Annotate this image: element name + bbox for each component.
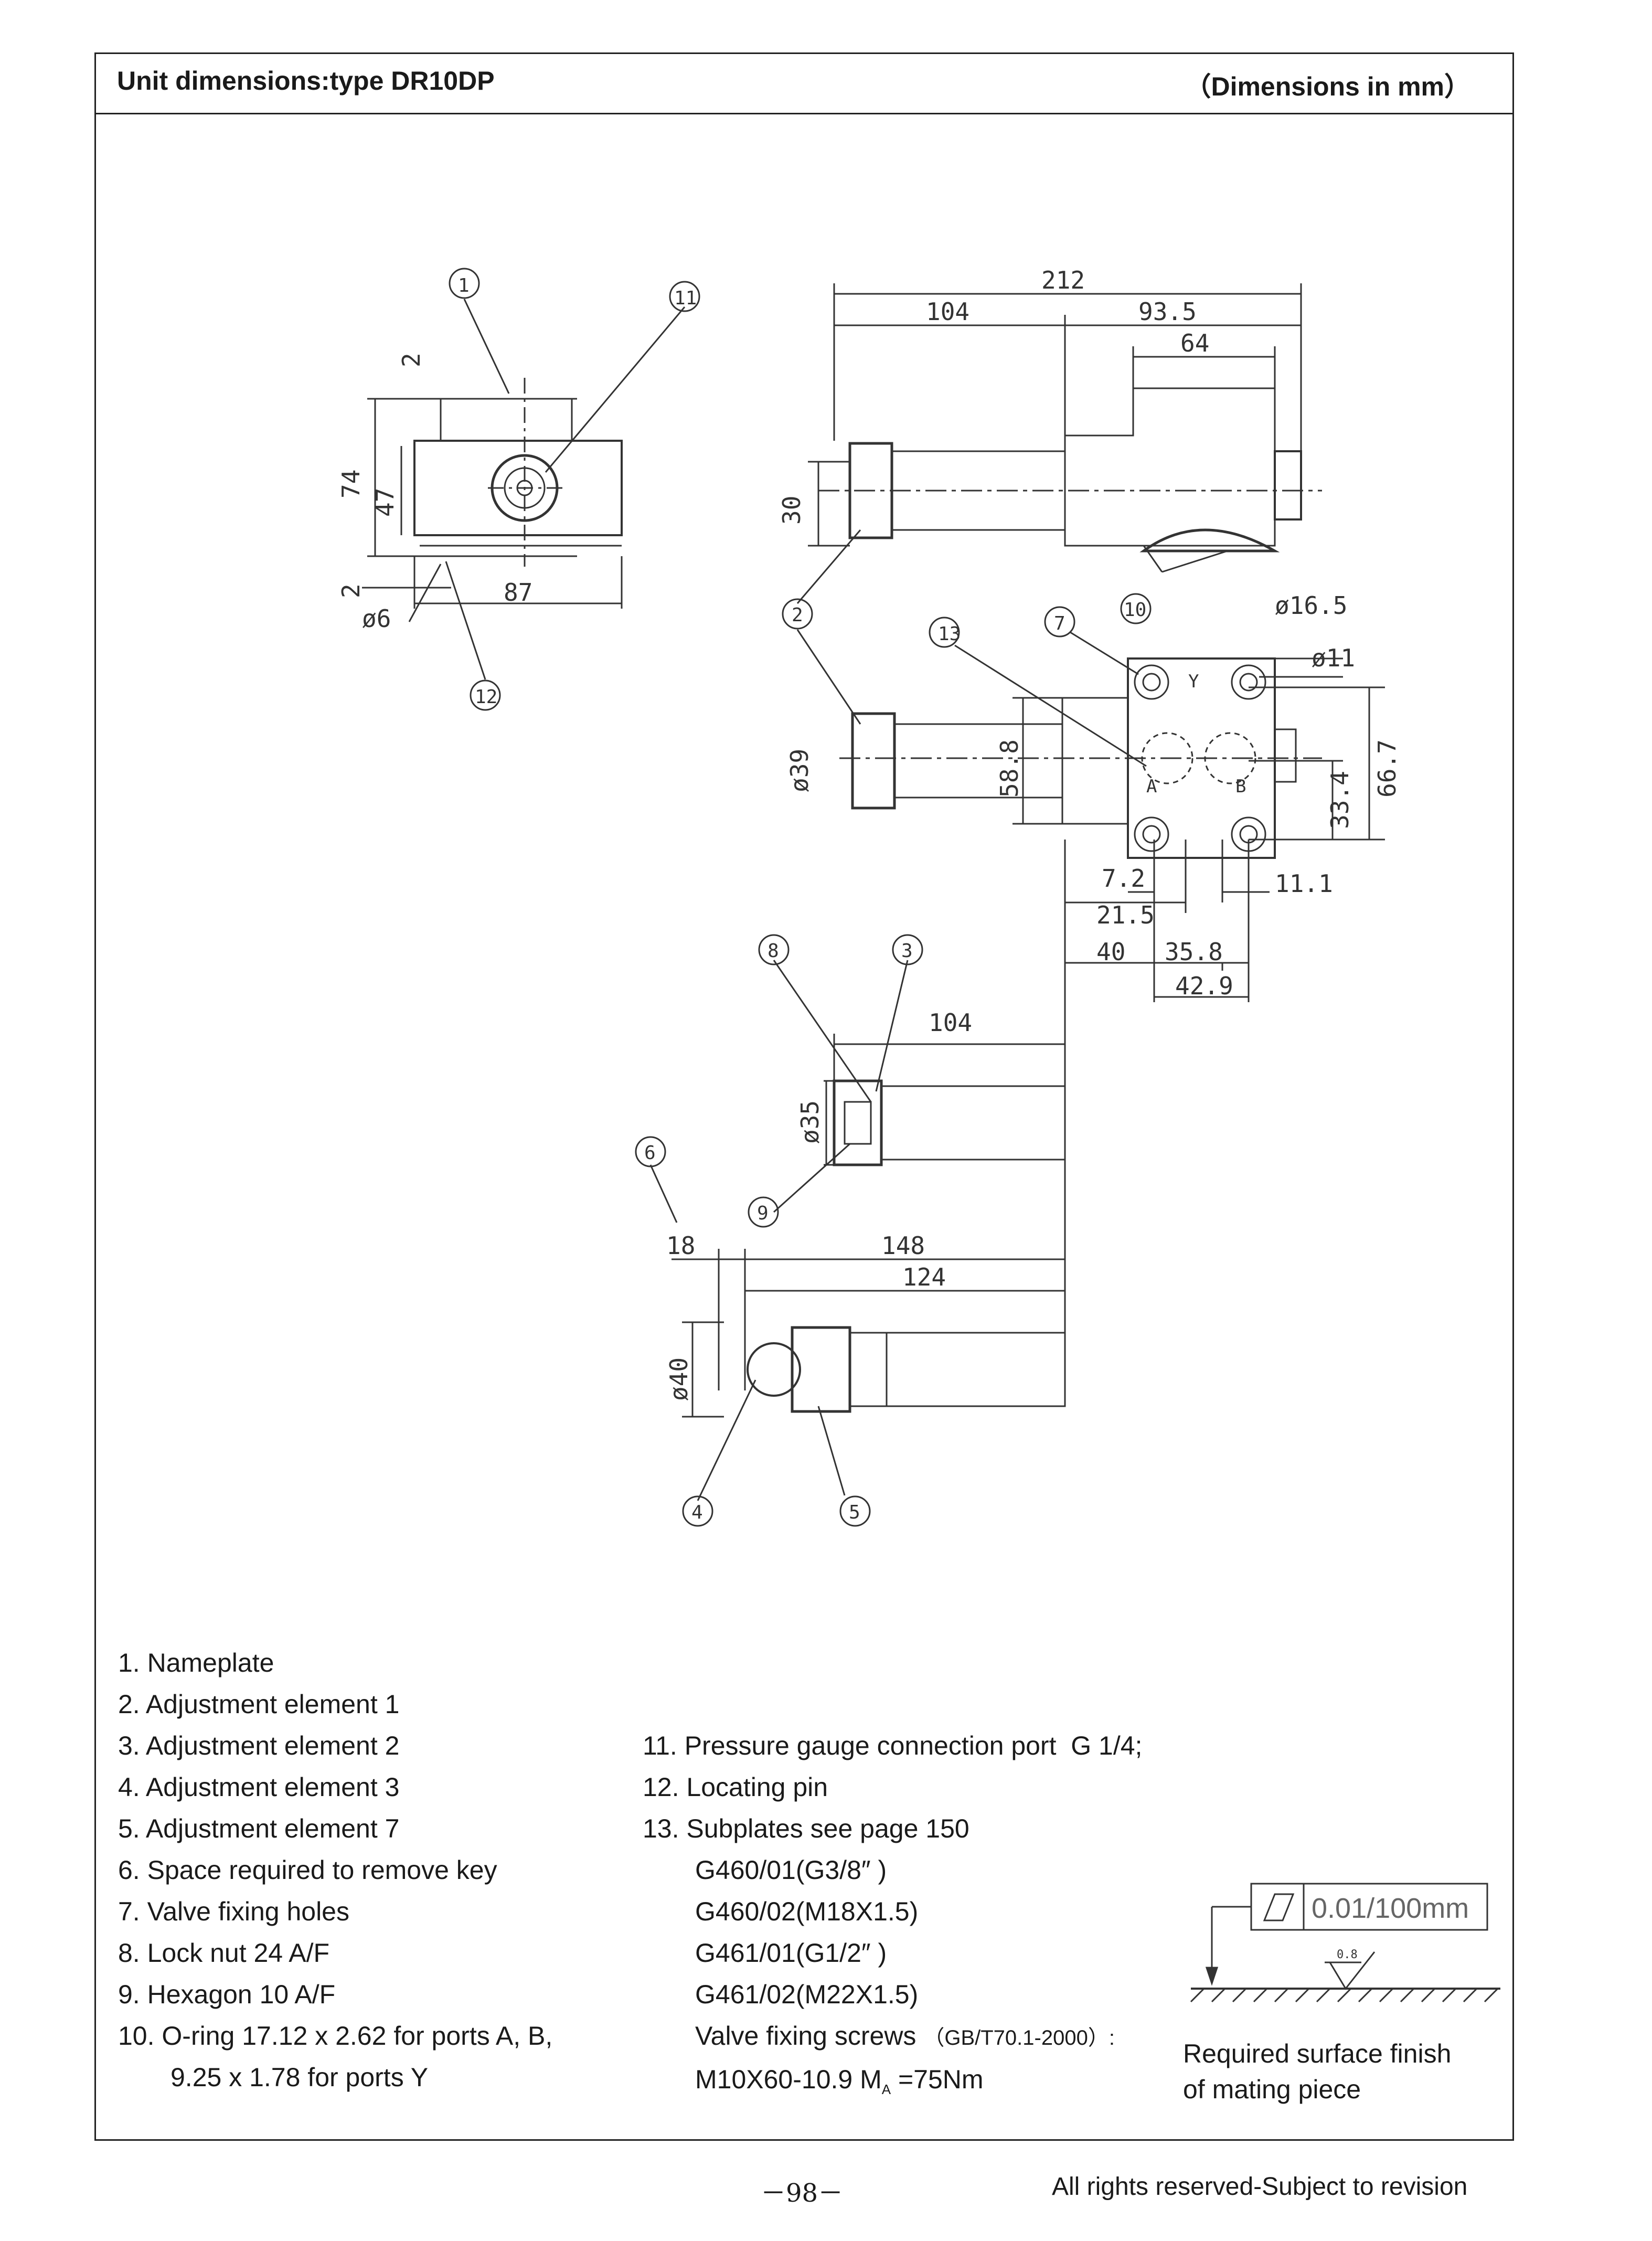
- legend-item-5: 5. Adjustment element 7: [118, 1814, 400, 1843]
- dim-124: 124: [902, 1263, 946, 1291]
- callout-8: 8: [768, 940, 779, 962]
- dim-dia40: ø40: [665, 1357, 693, 1401]
- screws-line: Valve fixing screws （GB/T70.1-2000）:: [643, 2015, 1142, 2059]
- callout-1: 1: [458, 275, 470, 296]
- screws-torque: =75Nm: [891, 2065, 984, 2094]
- callout-13: 13: [938, 623, 961, 645]
- port-a-label: A: [1146, 776, 1157, 797]
- finish-caption-line-1: Required surface finish: [1183, 2039, 1452, 2068]
- dim-7-2: 7.2: [1102, 864, 1145, 893]
- top-view: [782, 283, 1322, 630]
- finish-caption-line-2: of mating piece: [1183, 2075, 1361, 2104]
- legend-item-10-cont: 9.25 x 1.78 for ports Y: [170, 2063, 429, 2092]
- surface-finish-symbol: [1190, 1883, 1500, 2003]
- legend-item-4: 4. Adjustment element 3: [118, 1772, 400, 1802]
- dim-11-1: 11.1: [1275, 869, 1333, 898]
- rights-notice: All rights reserved-Subject to revision: [1052, 2173, 1468, 2201]
- dim-47: 47: [371, 488, 399, 517]
- dim-dia39: ø39: [785, 749, 814, 792]
- page-number: －98－: [761, 2179, 844, 2208]
- dim-40: 40: [1096, 938, 1125, 966]
- roughness-value: 0.8: [1337, 1948, 1358, 1961]
- legend-item-10: 10. O-ring 17.12 x 2.62 for ports A, B,: [118, 2021, 553, 2051]
- port-y-label: Y: [1188, 671, 1199, 692]
- legend-item-3: 3. Adjustment element 2: [118, 1731, 400, 1760]
- legend-right: 11. Pressure gauge connection port G 1/4…: [643, 1725, 1142, 2110]
- screws-subscript: A: [881, 2081, 891, 2097]
- dim-35-8: 35.8: [1165, 938, 1223, 966]
- legend-item-11: 11. Pressure gauge connection port G 1/4…: [643, 1731, 1143, 1760]
- dim-66-7: 66.7: [1373, 739, 1401, 798]
- legend-item-9: 9. Hexagon 10 A/F: [118, 1980, 336, 2009]
- dim-74: 74: [337, 470, 365, 498]
- legend-item-6: 6. Space required to remove key: [118, 1855, 497, 1885]
- dim-104-top: 104: [926, 298, 969, 326]
- plan-view-labels: ø39 58.8 ø16.5 ø11 66.7 33.4 7.2 21.5 11…: [785, 591, 1401, 1000]
- screws-spec-line: M10X60-10.9 MA =75Nm: [643, 2059, 1142, 2110]
- units-note: （Dimensions in mm）: [1185, 72, 1470, 101]
- dim-64: 64: [1180, 329, 1209, 357]
- callout-4: 4: [691, 1502, 703, 1523]
- dim-93-5: 93.5: [1138, 298, 1197, 326]
- legend-item-8: 8. Lock nut 24 A/F: [118, 1938, 330, 1968]
- legend-item-1: 1. Nameplate: [118, 1648, 274, 1677]
- screws-spec: M10X60-10.9 M: [695, 2065, 882, 2094]
- callout-2: 2: [792, 604, 803, 626]
- subplate-3: G461/01(G1/2″ ): [695, 1938, 887, 1968]
- plan-view: [796, 606, 1385, 1002]
- dim-dia35: ø35: [796, 1100, 824, 1144]
- callout-10: 10: [1124, 599, 1146, 621]
- surface-finish-caption: Required surface finish of mating piece: [1183, 2036, 1451, 2107]
- dim-33-4: 33.4: [1326, 771, 1354, 829]
- legend-item-12: 12. Locating pin: [643, 1772, 828, 1802]
- header-bar: Unit dimensions:type DR10DP （Dimensions …: [96, 54, 1512, 114]
- subplate-4: G461/02(M22X1.5): [695, 1980, 919, 2009]
- dim-dia6: ø6: [362, 604, 391, 633]
- element-3-labels: 18 148 124 ø40 6 4 5: [644, 1142, 946, 1523]
- surface-finish-labels: 0.01/100mm 0.8: [1312, 1893, 1469, 1961]
- callout-7: 7: [1054, 613, 1065, 634]
- element-3-view: [635, 1136, 1066, 1527]
- callout-12: 12: [475, 686, 497, 708]
- element-2-labels: 104 ø35 8 3 9: [757, 940, 972, 1224]
- element-2-view: [748, 934, 1066, 1270]
- side-view-labels: 2 74 47 2 ø6 87 1 11 12: [337, 275, 697, 708]
- port-b-label: B: [1235, 776, 1246, 797]
- dim-2-top: 2: [397, 353, 425, 367]
- dim-2-bottom: 2: [337, 583, 365, 598]
- screws-label: Valve fixing screws: [695, 2021, 916, 2051]
- page-title: Unit dimensions:type DR10DP: [117, 66, 495, 95]
- screws-standard: （GB/T70.1-2000）:: [923, 2026, 1115, 2049]
- subplate-1: G460/01(G3/8″ ): [695, 1855, 887, 1885]
- top-view-labels: 212 104 93.5 64 30 10 2: [777, 266, 1209, 626]
- legend-item-2: 2. Adjustment element 1: [118, 1690, 400, 1719]
- dim-87: 87: [504, 578, 532, 607]
- dim-dia11: ø11: [1312, 644, 1355, 672]
- page-frame: Unit dimensions:type DR10DP （Dimensions …: [94, 52, 1514, 2141]
- legend-item-7: 7. Valve fixing holes: [118, 1897, 349, 1926]
- legend-item-13: 13. Subplates see page 150: [643, 1814, 969, 1843]
- callout-6: 6: [644, 1142, 656, 1164]
- dim-42-9: 42.9: [1175, 972, 1233, 1000]
- dim-104-mid: 104: [929, 1008, 972, 1037]
- dim-148: 148: [881, 1231, 925, 1260]
- legend-left: 1. Nameplate 2. Adjustment element 1 3. …: [118, 1642, 552, 2098]
- side-view: [362, 268, 700, 711]
- dim-21-5: 21.5: [1096, 901, 1155, 929]
- callout-3: 3: [901, 940, 913, 962]
- tolerance-value: 0.01/100mm: [1312, 1893, 1469, 1924]
- callout-5: 5: [849, 1502, 860, 1523]
- dim-18: 18: [666, 1231, 695, 1260]
- subplate-2: G460/02(M18X1.5): [695, 1897, 919, 1926]
- dim-30: 30: [777, 496, 806, 525]
- dim-212: 212: [1041, 266, 1085, 294]
- dim-dia16-5: ø16.5: [1275, 591, 1347, 620]
- callout-11: 11: [674, 288, 697, 309]
- dim-58-8: 58.8: [995, 739, 1024, 798]
- callout-9: 9: [757, 1203, 769, 1224]
